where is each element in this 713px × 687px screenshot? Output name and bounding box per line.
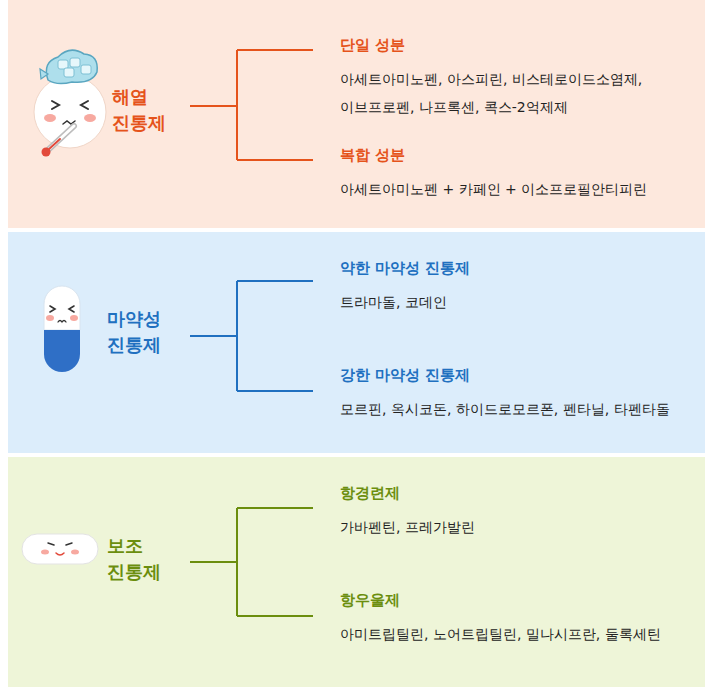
subgroup: 항경련제가바펜틴, 프레가발린	[336, 481, 691, 547]
category-label: 마약성 진통제	[107, 306, 168, 358]
drug-list: 아세트아미노펜, 아스피린, 비스테로이드소염제, 이브프로펜, 나프록센, 콕…	[340, 65, 687, 121]
subgroup-heading: 항경련제	[340, 483, 687, 503]
subgroup: 항우울제아미트립틸린, 노어트립틸린, 밀나시프란, 둘록세틴	[336, 588, 691, 654]
capsule-icon	[44, 286, 80, 372]
category-label: 보조 진통제	[107, 533, 168, 585]
subgroup: 약한 마약성 진통제트라마돌, 코데인	[336, 256, 691, 322]
tablet-icon	[22, 534, 98, 564]
category-label: 해열 진통제	[112, 84, 173, 136]
subgroup: 강한 마약성 진통제모르핀, 옥시코돈, 하이드로모르폰, 펜타닐, 타펜타돌	[336, 363, 691, 429]
drug-list: 모르핀, 옥시코돈, 하이드로모르폰, 펜타닐, 타펜타돌	[340, 395, 687, 423]
fever-face-icon	[34, 50, 106, 156]
subgroup: 단일 성분아세트아미노펜, 아스피린, 비스테로이드소염제, 이브프로펜, 나프…	[336, 33, 691, 127]
drug-list: 아세트아미노펜 + 카페인 + 이소프로필안티피린	[340, 175, 687, 203]
drug-list: 가바펜틴, 프레가발린	[340, 513, 687, 541]
subgroup-heading: 강한 마약성 진통제	[340, 365, 687, 385]
bracket	[190, 50, 313, 616]
subgroup-heading: 단일 성분	[340, 35, 687, 55]
drug-list: 아미트립틸린, 노어트립틸린, 밀나시프란, 둘록세틴	[340, 620, 687, 648]
subgroup-heading: 항우울제	[340, 590, 687, 610]
subgroup-heading: 복합 성분	[340, 145, 687, 165]
drug-list: 트라마돌, 코데인	[340, 288, 687, 316]
subgroup-heading: 약한 마약성 진통제	[340, 258, 687, 278]
category-band: 해열 진통제 단일 성분아세트아미노펜, 아스피린, 비스테로이드소염제, 이브프…	[8, 0, 705, 228]
category-band: 마약성 진통제 약한 마약성 진통제트라마돌, 코데인강한 마약성 진통제모르핀,…	[8, 232, 705, 453]
category-band: 보조 진통제 항경련제가바펜틴, 프레가발린항우울제아미트립틸린, 노어트립틸린,…	[8, 457, 705, 687]
subgroup: 복합 성분아세트아미노펜 + 카페인 + 이소프로필안티피린	[336, 143, 691, 209]
